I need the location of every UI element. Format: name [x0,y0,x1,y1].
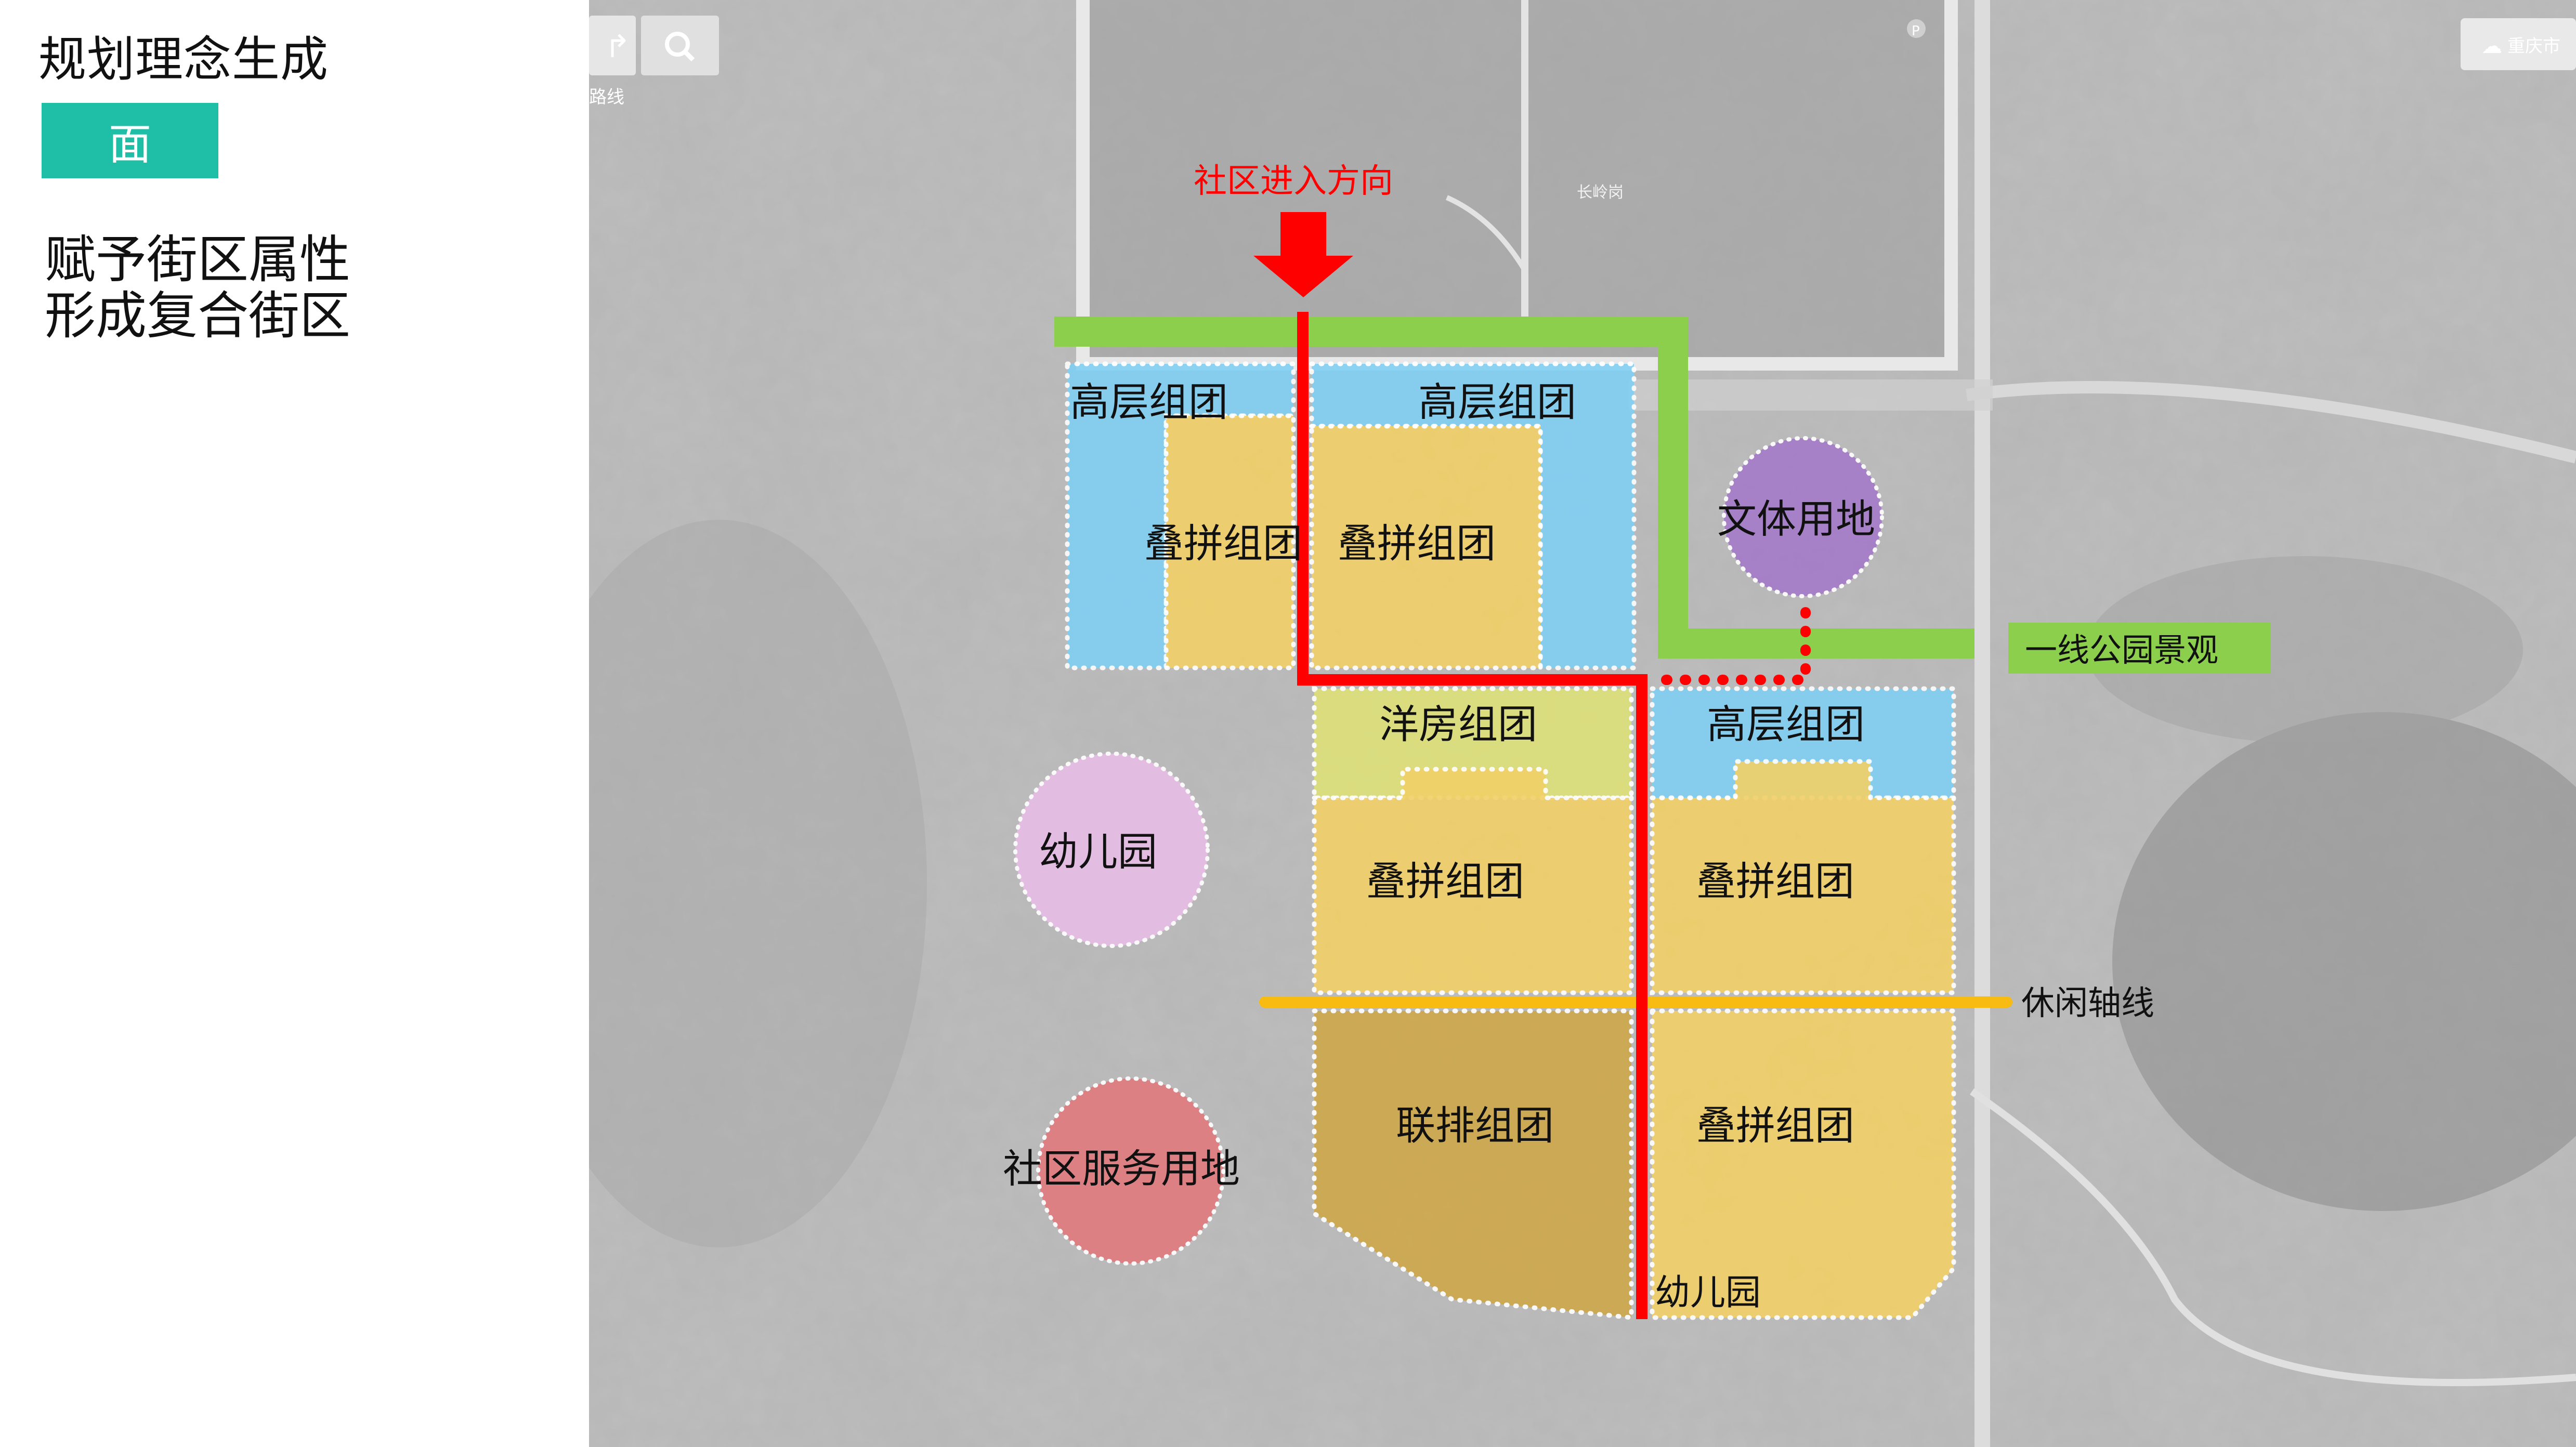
park-label: 一线公园景观 [2025,631,2218,669]
park-label-box [2008,623,2271,674]
zone-stacked-4 [1650,759,1956,995]
route-line-label: 路线 [589,87,624,108]
label-kinder-small: 幼儿园 [1655,1272,1761,1313]
circle-culture [1722,436,1884,598]
green-route [1054,317,2271,674]
page-title: 规划理念生成 [38,32,329,87]
description-line-1: 赋予街区属性 [45,230,351,290]
mode-badge: 面 [42,103,218,178]
label-kindergarten: 幼儿园 [1039,828,1157,875]
zone-stacked-1 [1163,413,1296,670]
label-ne-high: 高层组团 [1418,379,1576,425]
planning-zones [1065,361,1956,1320]
zone-labels: 社区进入方向 高层组团 高层组团 叠拼组团 叠拼组团 文体用地 洋房组团 高层组… [1003,162,2218,1313]
label-villa: 洋房组团 [1379,701,1537,747]
zone-stacked-2 [1309,424,1543,670]
svg-text:P: P [1912,23,1920,39]
label-culture: 文体用地 [1717,496,1875,542]
route-icon: ↱ [605,29,631,65]
street-label: 长岭岗 [1577,183,1624,202]
label-stack-4: 叠拼组团 [1696,858,1854,904]
search-icon [665,32,690,57]
facility-circles [1013,436,1884,1266]
description-line-2: 形成复合街区 [45,286,351,346]
label-townhouse: 联排组团 [1396,1102,1554,1149]
left-panel: 规划理念生成 面 赋予街区属性 形成复合街区 [0,0,589,1447]
label-stack-3: 叠拼组团 [1366,858,1524,904]
label-se-high: 高层组团 [1707,701,1865,747]
route-control[interactable] [589,16,636,75]
red-route [1253,212,1811,1319]
entry-arrow [1253,212,1353,297]
label-stack-1: 叠拼组团 [1144,520,1302,567]
search-button[interactable] [641,16,719,75]
city-button-label: 重庆市 [2507,36,2560,57]
entry-label: 社区进入方向 [1194,162,1393,201]
parking-icon [1907,19,1926,38]
zone-stacked-3 [1312,767,1634,995]
label-stack-5: 叠拼组团 [1696,1102,1854,1149]
label-nw-high: 高层组团 [1070,379,1228,425]
label-stack-2: 叠拼组团 [1338,520,1496,567]
circle-service [1036,1076,1225,1266]
circle-kindergarten [1013,752,1210,948]
leisure-label: 休闲轴线 [2021,984,2154,1023]
cloud-icon: ☁ [2481,34,2502,58]
planning-map: ↱ 路线 长岭岗 P ☁ 重庆市 [589,0,2576,1447]
label-service: 社区服务用地 [1003,1146,1240,1192]
zone-stacked-5 [1650,1008,1956,1320]
zone-townhouse [1312,1008,1634,1320]
city-button[interactable] [2461,18,2576,70]
